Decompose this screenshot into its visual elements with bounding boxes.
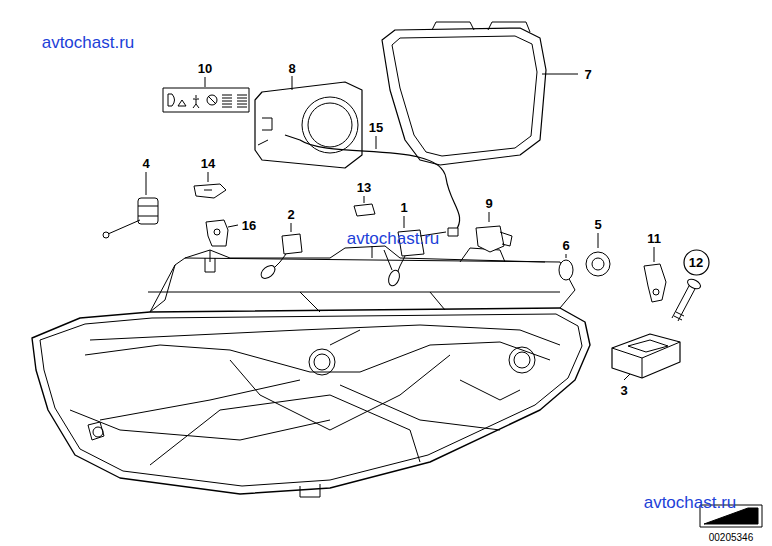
- callout-number: 15: [369, 121, 383, 134]
- headlight-housing: [32, 246, 590, 497]
- bracket-part: [644, 247, 666, 302]
- warning-sticker: [163, 77, 249, 112]
- bracket-part: [206, 220, 238, 246]
- adjuster-part: [103, 172, 158, 238]
- screw-part: [672, 277, 702, 321]
- gasket-part: [382, 22, 578, 165]
- watermark: avtochast.ru: [42, 34, 135, 51]
- callout-number: 11: [647, 232, 661, 245]
- drawing-number: 00205346: [709, 533, 754, 543]
- ballast-part: [612, 334, 680, 380]
- xenon-bulb-part: [387, 216, 446, 287]
- bulb-part: [559, 254, 573, 280]
- clip-part: [194, 172, 226, 198]
- socket-part: [476, 212, 512, 252]
- watermark: avtochast.ru: [347, 230, 440, 247]
- callout-number: 13: [357, 181, 371, 194]
- socket-part: [586, 233, 610, 276]
- callout-number: 9: [485, 197, 492, 210]
- callout-number: 10: [198, 62, 212, 75]
- callout-number: 16: [242, 219, 256, 232]
- control-unit-part: [255, 76, 362, 168]
- callout-circle-outline: [684, 250, 709, 275]
- wire-part: [285, 135, 460, 236]
- bulb-part: [259, 223, 302, 281]
- callout-number: 4: [142, 157, 149, 170]
- watermark: avtochast.ru: [644, 494, 737, 511]
- callout-number: 12: [689, 256, 703, 269]
- callout-number: 8: [288, 62, 295, 75]
- callout-number: 14: [201, 157, 215, 170]
- clip-part: [354, 196, 375, 216]
- callout-circle: 12: [683, 249, 710, 276]
- callout-number: 3: [620, 384, 627, 397]
- callout-number: 7: [584, 68, 591, 81]
- callout-number: 2: [287, 208, 294, 221]
- callout-number: 1: [400, 201, 407, 214]
- callout-number: 5: [594, 218, 601, 231]
- callout-number: 6: [562, 239, 569, 252]
